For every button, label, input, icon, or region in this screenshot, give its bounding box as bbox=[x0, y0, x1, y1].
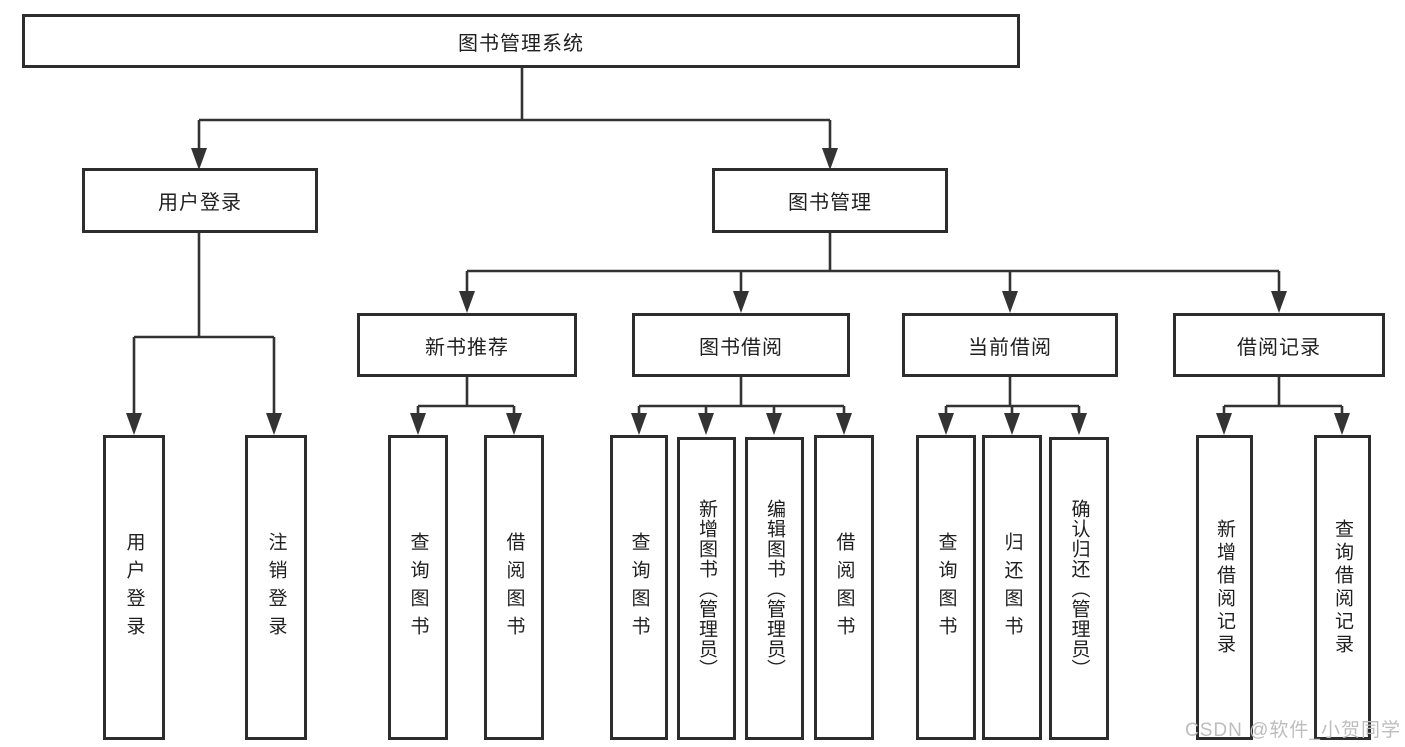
leaf-current-return-books: 归还图书 bbox=[982, 435, 1042, 740]
node-user-login: 用户登录 bbox=[82, 168, 318, 233]
leaf-recommend-borrow-books: 借阅图书 bbox=[484, 435, 544, 740]
node-book-borrowing: 图书借阅 bbox=[632, 313, 850, 377]
node-borrow-records: 借阅记录 bbox=[1173, 313, 1385, 377]
node-root: 图书管理系统 bbox=[22, 14, 1020, 68]
leaf-borrowing-query-books: 查询图书 bbox=[610, 435, 668, 740]
connector-lines bbox=[132, 68, 1344, 414]
node-book-management: 图书管理 bbox=[712, 168, 948, 233]
leaf-records-add-borrow-record: 新增借阅记录 bbox=[1196, 435, 1253, 740]
leaf-borrowing-edit-books-admin: 编辑图书（管理员） bbox=[745, 437, 804, 740]
node-new-book-recommend: 新书推荐 bbox=[357, 313, 577, 377]
csdn-watermark: CSDN @软件_小贺同学 bbox=[1185, 720, 1401, 741]
leaf-records-query-borrow-record: 查询借阅记录 bbox=[1314, 435, 1371, 740]
node-current-borrowing: 当前借阅 bbox=[902, 313, 1118, 377]
leaf-current-confirm-return-admin: 确认归还（管理员） bbox=[1049, 437, 1109, 740]
arrowheads bbox=[126, 148, 1350, 435]
leaf-user-login: 用户登录 bbox=[103, 435, 165, 740]
leaf-recommend-query-books: 查询图书 bbox=[388, 435, 448, 740]
leaf-current-query-books: 查询图书 bbox=[916, 435, 976, 740]
leaf-borrowing-borrow-books: 借阅图书 bbox=[814, 435, 874, 740]
leaf-logout: 注销登录 bbox=[245, 435, 307, 740]
leaf-borrowing-add-books-admin: 新增图书（管理员） bbox=[677, 437, 736, 740]
